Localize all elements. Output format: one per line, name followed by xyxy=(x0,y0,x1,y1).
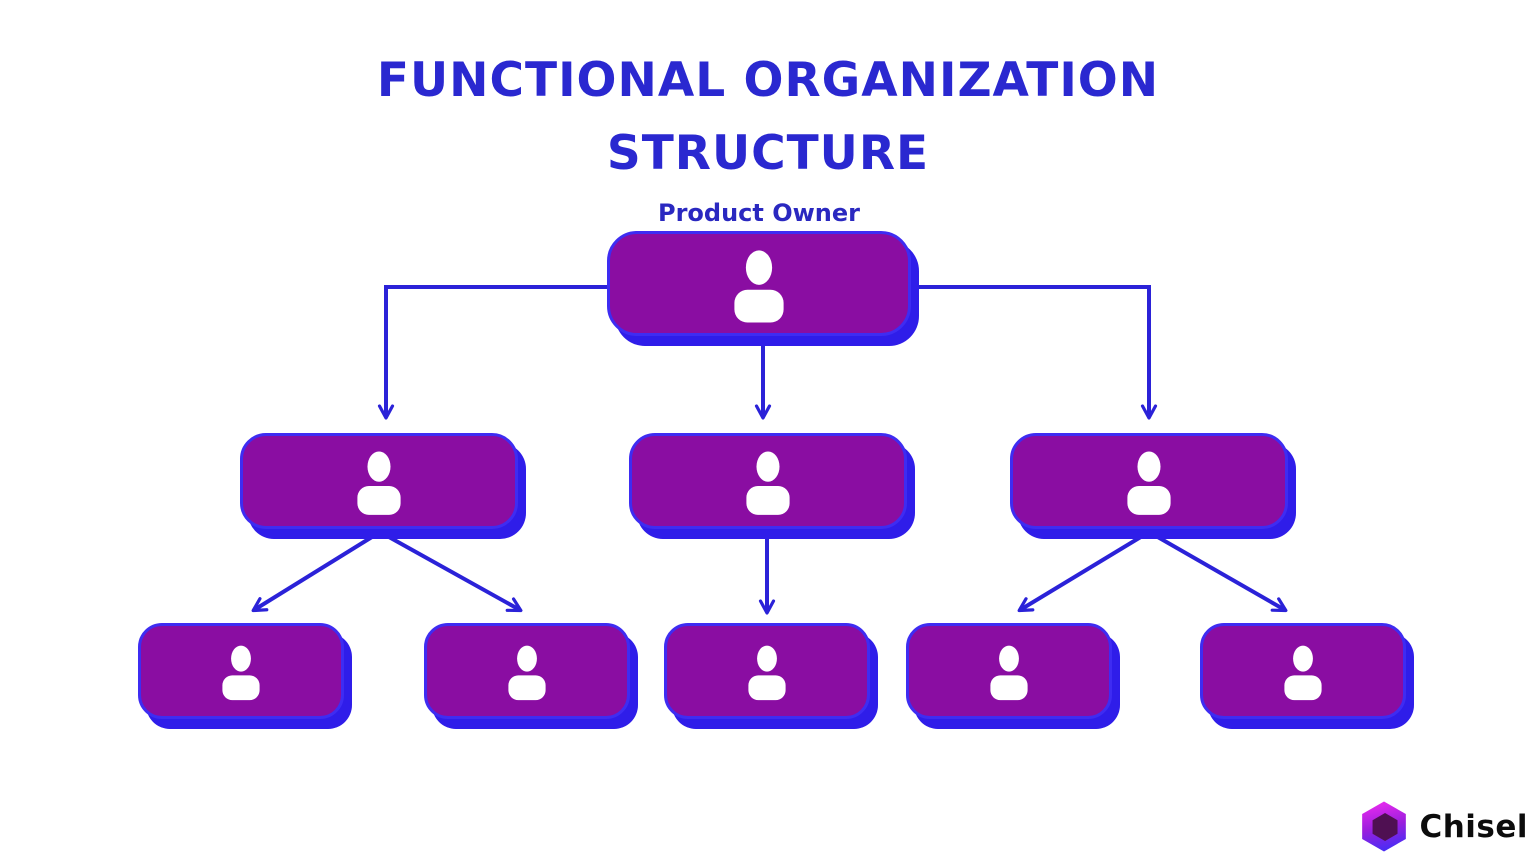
org-node-level3-2 xyxy=(424,623,630,719)
brand-name: Chisel xyxy=(1419,808,1528,845)
chisel-hexagon-logo-icon xyxy=(1362,801,1407,852)
page-title-line2: STRUCTURE xyxy=(606,126,930,181)
person-icon xyxy=(222,645,260,701)
org-node-level3-3 xyxy=(664,623,870,719)
org-node-root xyxy=(607,231,911,336)
person-icon xyxy=(508,645,546,701)
org-node-level3-5 xyxy=(1200,623,1406,719)
org-node-level3-1 xyxy=(138,623,344,719)
org-node-level2-3 xyxy=(1010,433,1288,529)
person-icon xyxy=(990,645,1028,701)
person-icon xyxy=(748,645,786,701)
org-node-level3-4 xyxy=(906,623,1112,719)
person-icon xyxy=(734,249,784,323)
person-icon xyxy=(357,451,401,515)
org-node-level2-1 xyxy=(240,433,518,529)
page-title: FUNCTIONAL ORGANIZATION STRUCTURE xyxy=(0,44,1536,190)
person-icon xyxy=(1284,645,1322,701)
page-title-line1: FUNCTIONAL ORGANIZATION xyxy=(376,53,1160,108)
root-node-label: Product Owner xyxy=(657,199,860,227)
brand-footer: Chisel xyxy=(1358,799,1528,854)
person-icon xyxy=(1127,451,1171,515)
person-icon xyxy=(746,451,790,515)
org-node-level2-2 xyxy=(629,433,907,529)
